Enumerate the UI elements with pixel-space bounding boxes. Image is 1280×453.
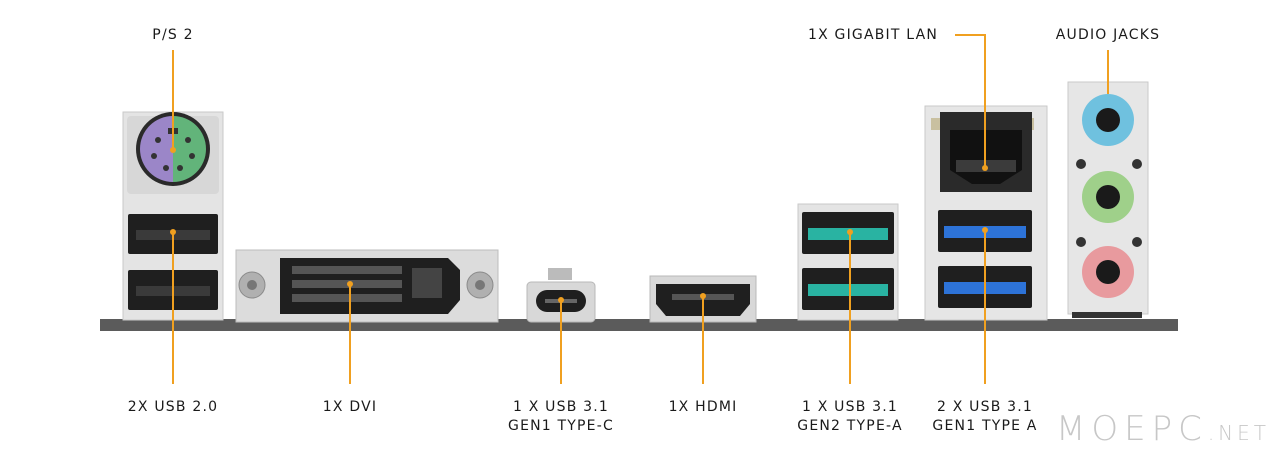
audio-line-out-jack [1082, 171, 1134, 223]
leader-lan [955, 34, 986, 168]
audio-mic-jack [1082, 246, 1134, 298]
label-usb31-gen2-line2: GEN2 TYPE-A [797, 418, 903, 434]
audio-line-in-jack [1082, 94, 1134, 146]
label-usb31-gen2: 1 X USB 3.1 GEN2 TYPE-A [780, 398, 920, 436]
label-ps2: P/S 2 [152, 27, 194, 43]
leader-lines [172, 34, 1109, 384]
label-usb31-gen1: 2 X USB 3.1 GEN1 TYPE A [915, 398, 1055, 436]
label-usbc-line1: 1 X USB 3.1 [512, 399, 610, 415]
audio-jack-stack [1067, 81, 1149, 318]
usb31-gen2-stack [797, 203, 899, 321]
label-usb20: 2X USB 2.0 [127, 399, 219, 415]
label-usb31-gen1-line2: GEN1 TYPE A [932, 418, 1038, 434]
label-usb31-gen1-line1: 2 X USB 3.1 [936, 399, 1034, 415]
watermark-main: MOEPC [1056, 409, 1208, 449]
label-hdmi: 1X HDMI [668, 399, 738, 415]
dvi-port [235, 249, 499, 323]
label-usbc-line2: GEN1 TYPE-C [508, 418, 614, 434]
watermark: MOEPC.NET [1056, 409, 1270, 449]
label-usbc: 1 X USB 3.1 GEN1 TYPE-C [491, 398, 631, 436]
label-audio: AUDIO JACKS [1055, 27, 1161, 43]
label-dvi: 1X DVI [322, 399, 378, 415]
label-usb31-gen2-line1: 1 X USB 3.1 [801, 399, 899, 415]
watermark-suffix: .NET [1207, 421, 1270, 445]
label-lan: 1X GIGABIT LAN [807, 27, 939, 43]
